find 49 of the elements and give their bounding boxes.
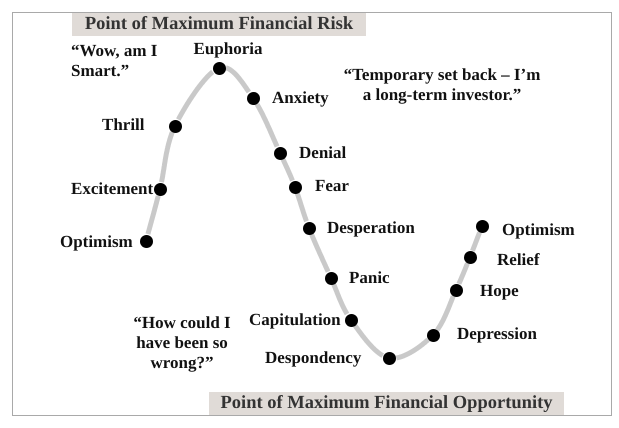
curve-point [168, 120, 182, 132]
stage-label: Panic [349, 268, 390, 288]
curve-line [146, 194, 161, 236]
curve-line [176, 70, 214, 121]
stage-label: Despondency [265, 348, 362, 368]
curve-line [470, 230, 482, 253]
banner: Point of Maximum Financial Risk [72, 13, 366, 36]
curve-line [435, 294, 456, 332]
curve-line [224, 65, 252, 94]
curve-point [302, 222, 316, 234]
curve-point [464, 250, 476, 264]
quote-text: “Wow, am I Smart.” [71, 41, 158, 81]
curve-line [353, 324, 385, 358]
curve-point [476, 220, 488, 232]
curve-point [140, 234, 152, 248]
curve-line [159, 130, 175, 184]
curve-line [254, 102, 280, 148]
stage-label: Excitement [71, 179, 154, 199]
stage-label: Anxiety [272, 88, 329, 108]
stage-label: Hope [480, 281, 519, 301]
curve-line [331, 282, 350, 316]
stage-label: Optimism [502, 220, 575, 240]
curve-point [212, 62, 226, 74]
curve-point [324, 272, 338, 284]
stage-label: Thrill [102, 115, 145, 135]
curve-point [450, 284, 462, 296]
stage-label: Depression [457, 324, 537, 344]
curve-line [456, 261, 470, 286]
stage-label: Denial [299, 143, 346, 163]
curve-line [309, 232, 330, 274]
curve-point [154, 182, 166, 196]
banner: Point of Maximum Financial Opportunity [209, 392, 564, 415]
curve-point [382, 352, 396, 364]
curve-line [280, 157, 295, 183]
stage-label: Relief [497, 250, 540, 270]
stage-label: Euphoria [194, 39, 262, 59]
curve-point [426, 328, 440, 342]
stage-label: Fear [315, 176, 349, 196]
stage-label: Desperation [327, 218, 415, 238]
curve-point [246, 92, 260, 104]
quote-text: “Temporary set back – I’m a long-term investor.” [342, 65, 542, 105]
stage-label: Optimism [60, 232, 133, 252]
curve-point [344, 314, 358, 326]
stage-label: Capitulation [249, 310, 341, 330]
curve-point [274, 146, 286, 160]
curve-line [394, 338, 430, 360]
quote-text: “How could I have been so wrong?” [132, 313, 232, 373]
curve-point [288, 180, 302, 194]
curve-line [294, 192, 309, 224]
